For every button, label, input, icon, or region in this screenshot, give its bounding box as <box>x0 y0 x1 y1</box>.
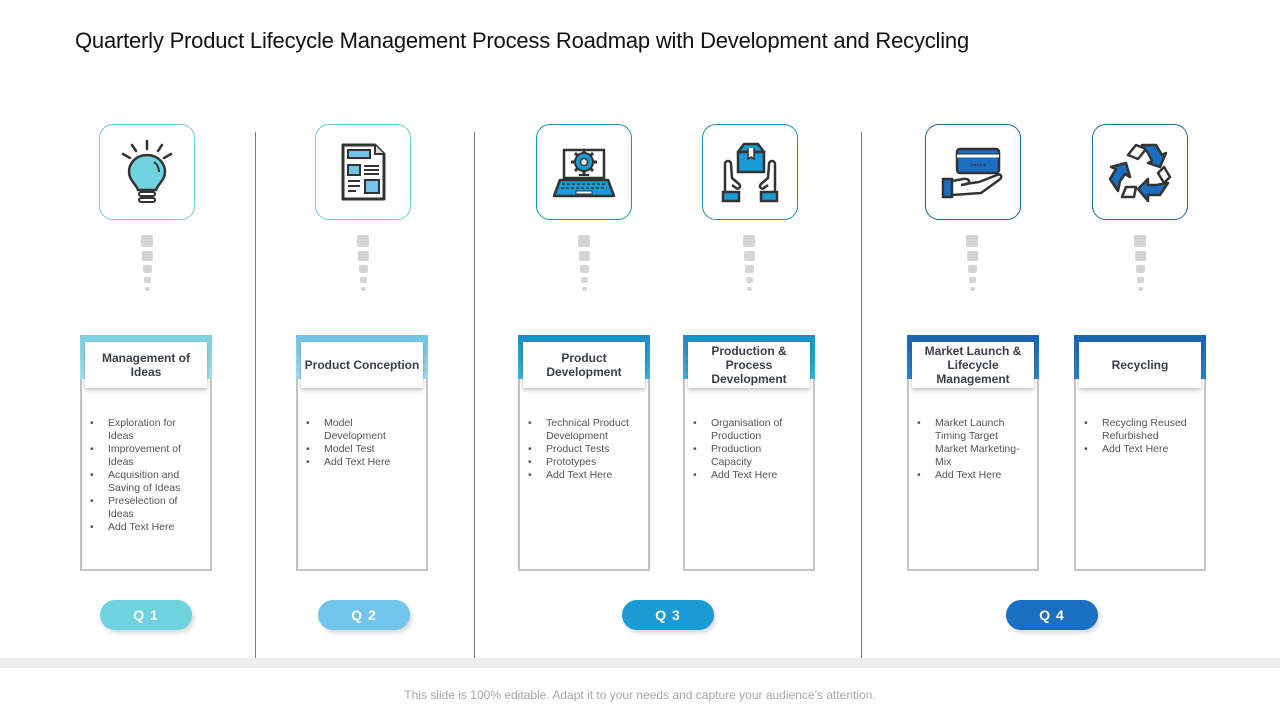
list-item: Prototypes <box>528 456 638 469</box>
quarter-divider <box>255 132 256 658</box>
list-item: Add Text Here <box>1084 443 1194 456</box>
list-item: Model Test <box>306 443 416 456</box>
list-item: Model Development <box>306 417 416 443</box>
list-item: Add Text Here <box>528 469 638 482</box>
list-item: Product Tests <box>528 443 638 456</box>
quarter-pill-q4: Q 4 <box>1006 600 1098 630</box>
quarter-divider <box>474 132 475 658</box>
connector-dots <box>140 235 154 291</box>
card-heading: Recycling <box>1079 342 1201 388</box>
list-item: Market Launch Timing Target Market Marke… <box>917 417 1027 469</box>
recycle-icon <box>1108 143 1172 203</box>
list-item: Production Capacity <box>693 443 803 469</box>
stage-card: Market Launch & Lifecycle Management Mar… <box>907 335 1039 571</box>
list-item: Exploration for Ideas <box>90 417 200 443</box>
stage-icon-box <box>99 124 195 220</box>
stage-card: Product Development Technical Product De… <box>518 335 650 571</box>
quarter-pill-q3: Q 3 <box>622 600 714 630</box>
card-heading: Product Conception <box>301 342 423 388</box>
footer-band <box>0 658 1280 668</box>
connector-dots <box>965 235 979 291</box>
laptop-gear-icon <box>552 148 616 198</box>
list-item: Add Text Here <box>693 469 803 482</box>
stage-card: Management of Ideas Exploration for Idea… <box>80 335 212 571</box>
stage-icon-box <box>536 124 632 220</box>
connector-dots <box>577 235 591 291</box>
document-icon <box>341 143 386 201</box>
quarter-divider <box>861 132 862 658</box>
stage-icon-box <box>925 124 1021 220</box>
quarter-pill-q2: Q 2 <box>318 600 410 630</box>
card-bullet-list: Technical Product Development Product Te… <box>526 417 638 482</box>
stage-icon-box <box>702 124 798 220</box>
slide-title: Quarterly Product Lifecycle Management P… <box>75 28 969 53</box>
card-bullet-list: Exploration for Ideas Improvement of Ide… <box>88 417 200 534</box>
stage-icon-box <box>1092 124 1188 220</box>
stage-icon-box <box>315 124 411 220</box>
card-bullet-list: Organisation of Production Production Ca… <box>691 417 803 482</box>
card-bullet-list: Recycling Reused Refurbished Add Text He… <box>1082 417 1194 456</box>
footer-note: This slide is 100% editable. Adapt it to… <box>404 688 876 702</box>
connector-dots <box>742 235 756 291</box>
connector-dots <box>356 235 370 291</box>
card-heading: Product Development <box>523 342 645 388</box>
card-heading: Management of Ideas <box>85 342 207 388</box>
card-bullet-list: Model Development Model Test Add Text He… <box>304 417 416 469</box>
list-item: Add Text Here <box>917 469 1027 482</box>
list-item: Acquisition and Saving of Ideas <box>90 469 200 495</box>
stage-card: Recycling Recycling Reused Refurbished A… <box>1074 335 1206 571</box>
quarter-pill-q1: Q 1 <box>100 600 192 630</box>
connector-dots <box>1133 235 1147 291</box>
list-item: Organisation of Production <box>693 417 803 443</box>
stage-card: Product Conception Model Development Mod… <box>296 335 428 571</box>
stage-card: Production & Process Development Organis… <box>683 335 815 571</box>
card-bullet-list: Market Launch Timing Target Market Marke… <box>915 417 1027 482</box>
card-heading: Market Launch & Lifecycle Management <box>912 342 1034 388</box>
lightbulb-icon <box>121 139 173 203</box>
list-item: Add Text Here <box>90 521 200 534</box>
hands-box-icon <box>721 142 779 203</box>
card-heading: Production & Process Development <box>688 342 810 388</box>
hand-card-icon <box>941 147 1003 199</box>
list-item: Recycling Reused Refurbished <box>1084 417 1194 443</box>
list-item: Preselection of Ideas <box>90 495 200 521</box>
list-item: Technical Product Development <box>528 417 638 443</box>
list-item: Add Text Here <box>306 456 416 469</box>
list-item: Improvement of Ideas <box>90 443 200 469</box>
